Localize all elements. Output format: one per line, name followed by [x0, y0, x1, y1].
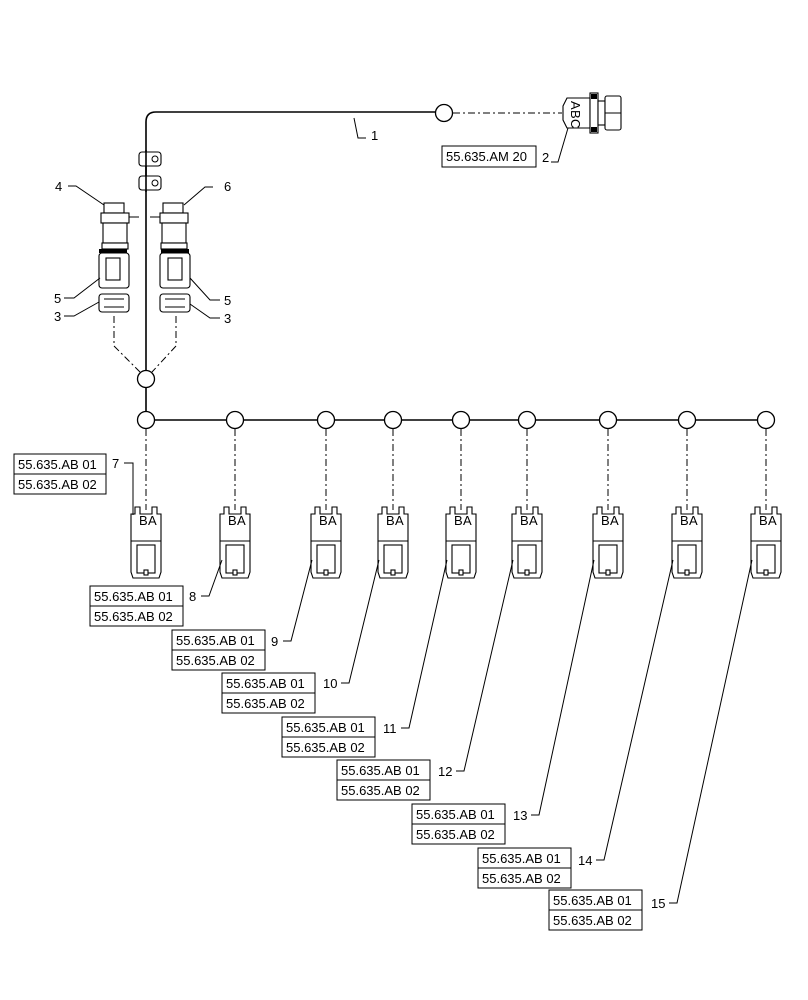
callout-3-left: 3: [54, 309, 61, 324]
ref-main-link[interactable]: 55.635.AM 20: [446, 149, 527, 164]
ref-a-link[interactable]: 55.635.AB 01: [286, 720, 365, 735]
ref-a-link[interactable]: 55.635.AB 01: [18, 457, 97, 472]
ref-box-8[interactable]: 55.635.AB 01 55.635.AB 02: [89, 585, 184, 627]
injector-pin-labels: B A B A B A B A B A B A B A B A B A: [139, 513, 777, 528]
ref-b-link[interactable]: 55.635.AB 02: [18, 477, 97, 492]
pin-label-b: B: [680, 513, 689, 528]
ref-box-14[interactable]: 55.635.AB 01 55.635.AB 02: [477, 847, 572, 889]
pin-label-a: A: [568, 101, 583, 110]
pin-label-a: A: [237, 513, 246, 528]
dashdot-lines: [113, 112, 767, 510]
ref-b-link[interactable]: 55.635.AB 02: [341, 783, 420, 798]
node-7: [598, 410, 618, 430]
node-1: [136, 410, 156, 430]
pin-label-a: A: [463, 513, 472, 528]
pin-label-b: B: [319, 513, 328, 528]
pin-label-a: A: [395, 513, 404, 528]
ref-box-11[interactable]: 55.635.AB 01 55.635.AB 02: [281, 716, 376, 758]
pin-label-b: B: [759, 513, 768, 528]
pin-label-b: B: [386, 513, 395, 528]
node-8: [677, 410, 697, 430]
pin-label-b: B: [228, 513, 237, 528]
ref-box-main[interactable]: 55.635.AM 20: [441, 145, 537, 168]
callout-12: 12: [438, 764, 452, 779]
callout-8: 8: [189, 589, 196, 604]
node-2: [225, 410, 245, 430]
node-3: [316, 410, 336, 430]
callout-2: 2: [542, 150, 549, 165]
pin-label-a: A: [768, 513, 777, 528]
node-4: [383, 410, 403, 430]
ref-a-link[interactable]: 55.635.AB 01: [482, 851, 561, 866]
callout-6: 6: [224, 179, 231, 194]
callout-11: 11: [383, 721, 397, 736]
node-main: [434, 103, 454, 123]
ref-a-link[interactable]: 55.635.AB 01: [94, 589, 173, 604]
ref-b-link[interactable]: 55.635.AB 02: [176, 653, 255, 668]
harness-clip-icon: [138, 150, 162, 192]
callout-9: 9: [271, 634, 278, 649]
ref-box-12[interactable]: 55.635.AB 01 55.635.AB 02: [336, 759, 431, 801]
ref-b-link[interactable]: 55.635.AB 02: [482, 871, 561, 886]
main-connector-icon: A B C: [562, 92, 622, 134]
ref-a-link[interactable]: 55.635.AB 01: [226, 676, 305, 691]
ref-box-10[interactable]: 55.635.AB 01 55.635.AB 02: [221, 672, 316, 714]
callout-4: 4: [55, 179, 62, 194]
ref-box-7[interactable]: 55.635.AB 01 55.635.AB 02: [13, 453, 107, 495]
callout-1: 1: [371, 128, 378, 143]
callout-15: 15: [651, 896, 665, 911]
ref-a-link[interactable]: 55.635.AB 01: [341, 763, 420, 778]
pin-label-a: A: [328, 513, 337, 528]
pin-label-b: B: [454, 513, 463, 528]
ref-b-link[interactable]: 55.635.AB 02: [94, 609, 173, 624]
callout-7: 7: [112, 456, 119, 471]
ref-box-9[interactable]: 55.635.AB 01 55.635.AB 02: [171, 629, 266, 671]
pin-label-b: B: [568, 110, 583, 119]
node-splice: [136, 369, 156, 389]
ref-box-15[interactable]: 55.635.AB 01 55.635.AB 02: [548, 889, 643, 931]
pin-label-c: C: [568, 119, 583, 128]
reference-boxes: 55.635.AM 20 55.635.AB 01 55.635.AB 02 5…: [13, 145, 643, 931]
callout-13: 13: [513, 808, 527, 823]
node-9: [756, 410, 776, 430]
callout-5-right: 5: [224, 293, 231, 308]
pin-label-b: B: [139, 513, 148, 528]
harness-wires: [145, 111, 757, 421]
ref-a-link[interactable]: 55.635.AB 01: [553, 893, 632, 908]
callout-numbers: 1 2 4 6 5 5 3 3 7 8 9 10 11 12 13 14 15: [54, 128, 665, 911]
pin-label-a: A: [148, 513, 157, 528]
ref-a-link[interactable]: 55.635.AB 01: [416, 807, 495, 822]
pin-label-a: A: [689, 513, 698, 528]
ref-b-link[interactable]: 55.635.AB 02: [553, 913, 632, 928]
left-connector-icon: [98, 202, 139, 313]
right-connector-icon: [150, 202, 191, 313]
ref-box-13[interactable]: 55.635.AB 01 55.635.AB 02: [411, 803, 506, 845]
node-5: [451, 410, 471, 430]
pin-label-a: A: [610, 513, 619, 528]
node-6: [517, 410, 537, 430]
callout-5-left: 5: [54, 291, 61, 306]
ref-a-link[interactable]: 55.635.AB 01: [176, 633, 255, 648]
ref-b-link[interactable]: 55.635.AB 02: [226, 696, 305, 711]
callout-10: 10: [323, 676, 337, 691]
pin-label-a: A: [529, 513, 538, 528]
ref-b-link[interactable]: 55.635.AB 02: [286, 740, 365, 755]
connection-nodes: [136, 103, 776, 430]
callout-3-right: 3: [224, 311, 231, 326]
pin-label-b: B: [520, 513, 529, 528]
ref-b-link[interactable]: 55.635.AB 02: [416, 827, 495, 842]
leader-lines: [64, 117, 753, 904]
callout-14: 14: [578, 853, 592, 868]
pin-label-b: B: [601, 513, 610, 528]
